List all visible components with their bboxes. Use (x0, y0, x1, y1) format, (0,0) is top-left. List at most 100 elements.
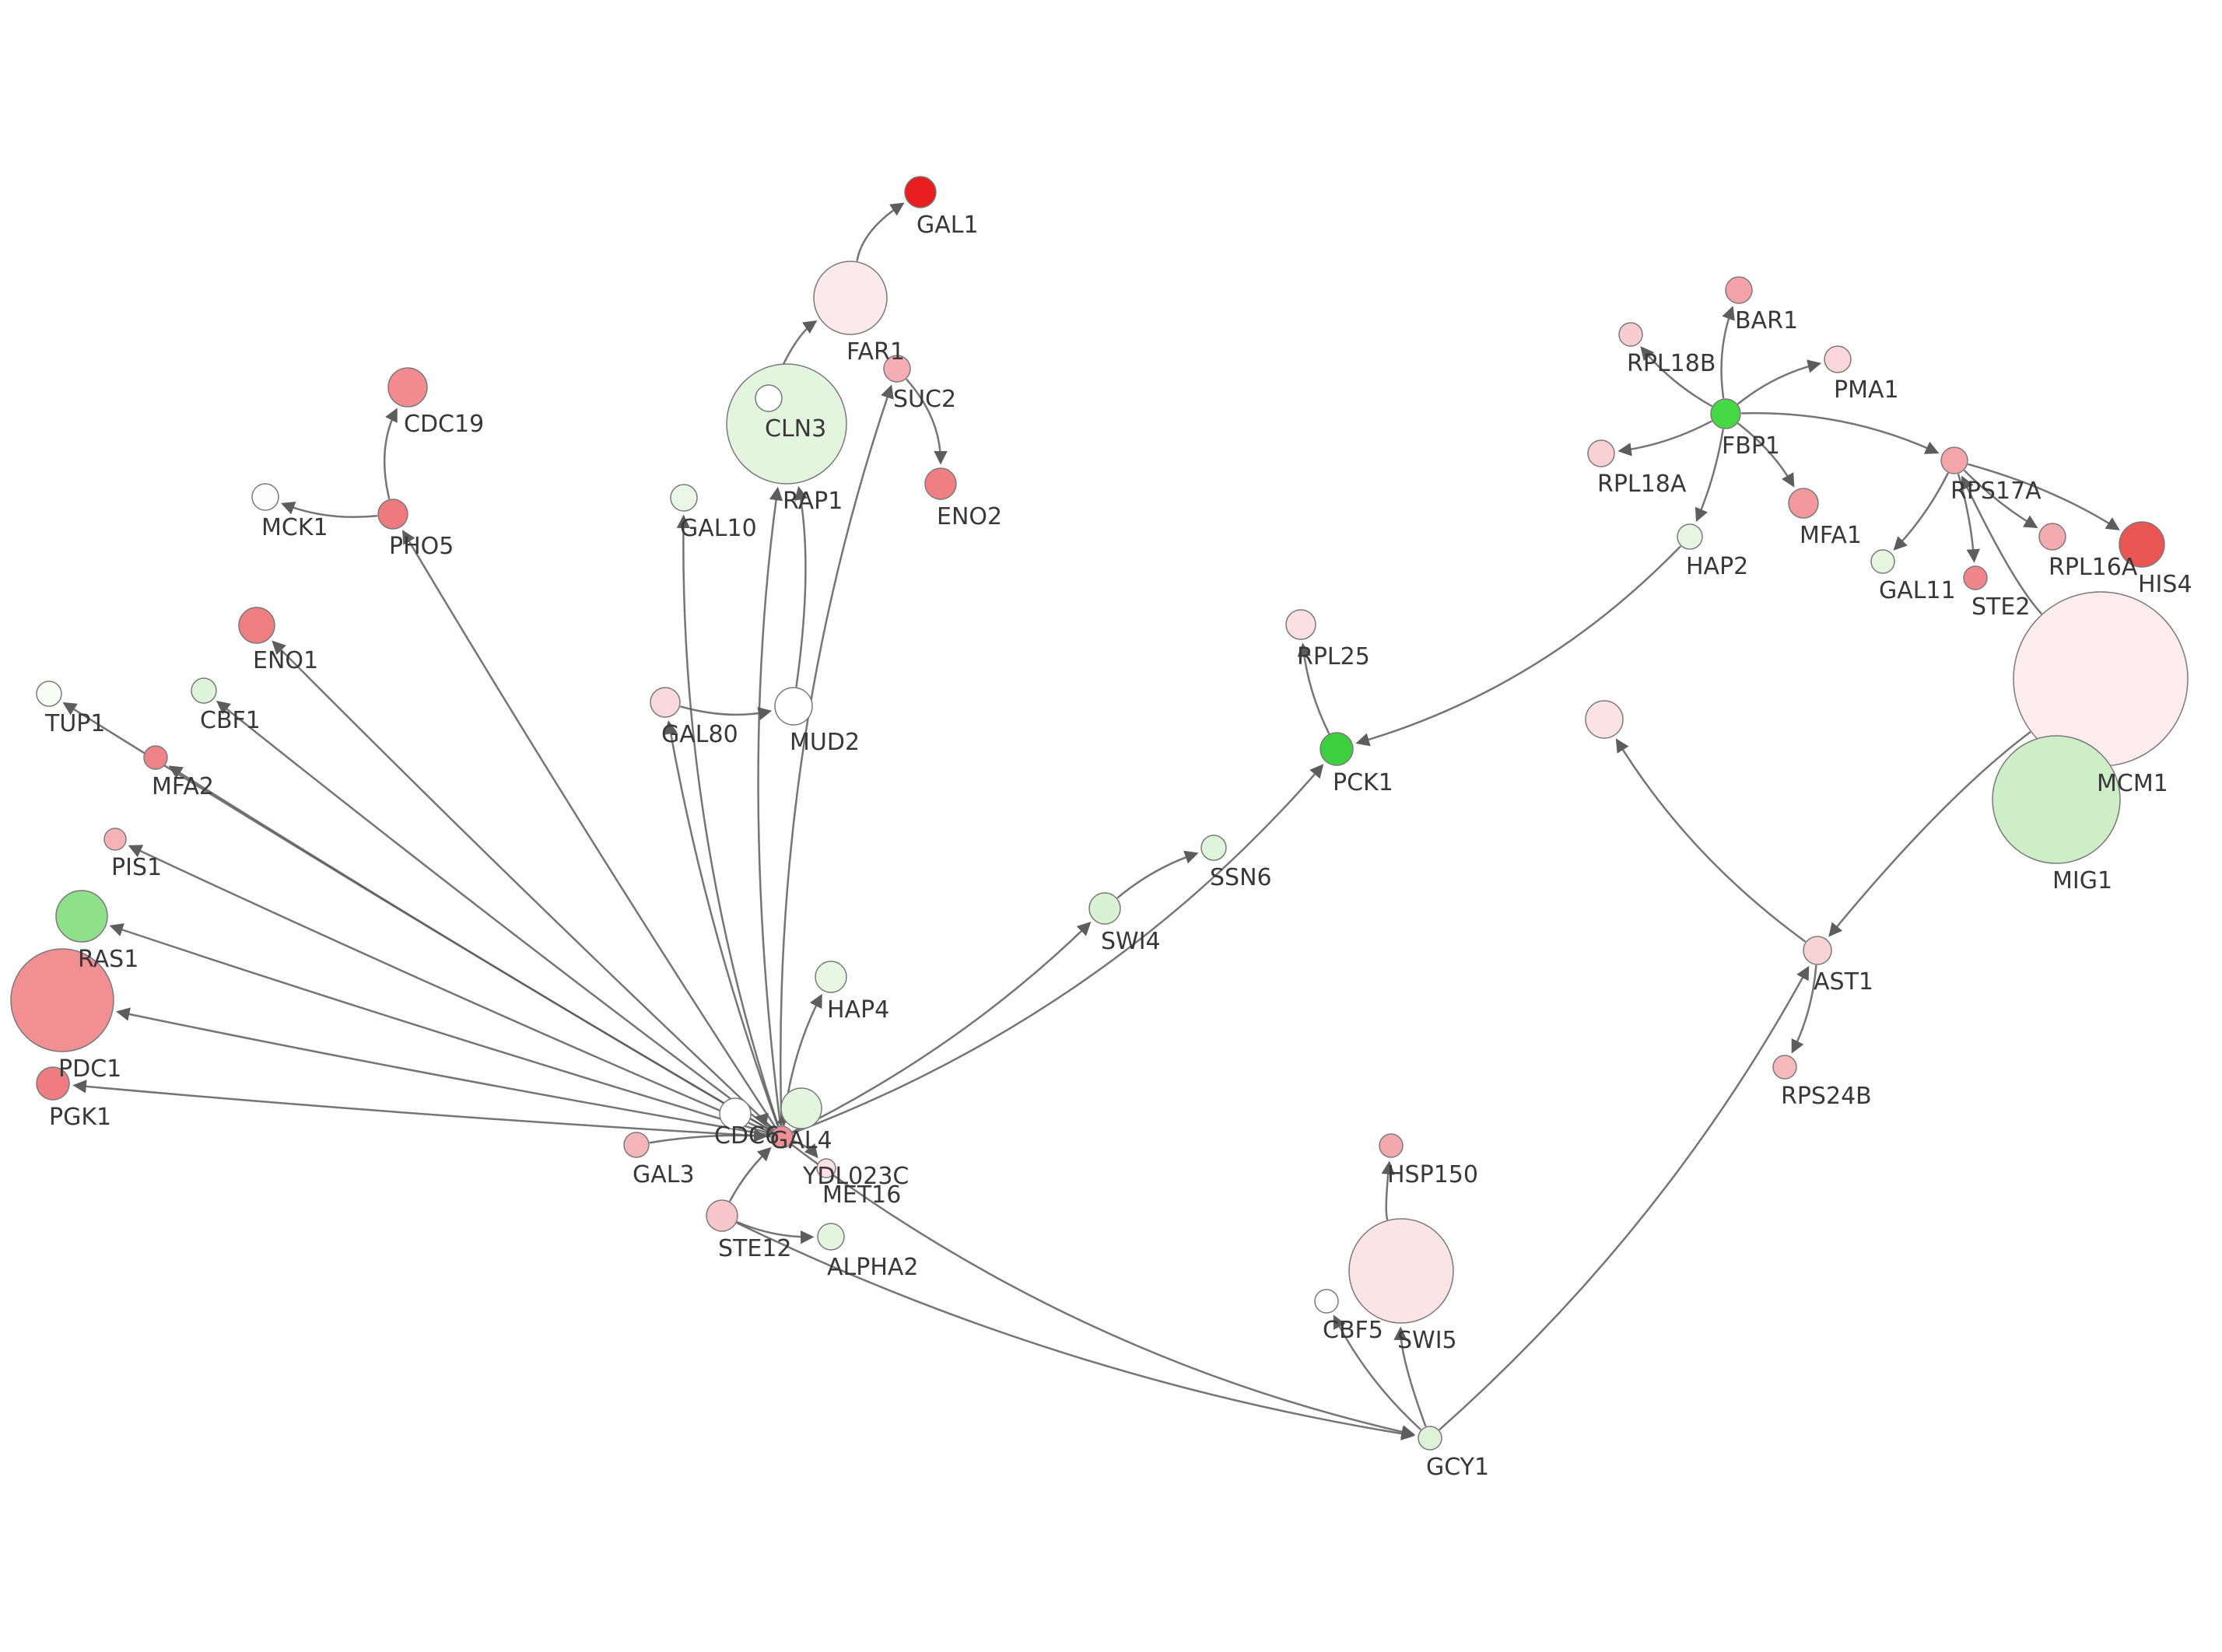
edge-FBP1-RPS17A[interactable] (1740, 411, 1940, 454)
node-GCY1[interactable] (1418, 1426, 1442, 1451)
edge-GAL4-GAL80[interactable] (664, 720, 779, 1127)
node-GAL10[interactable] (670, 484, 698, 512)
node-HSP150[interactable] (1379, 1133, 1404, 1158)
edge-GAL4-PIS1[interactable] (128, 845, 772, 1133)
node-ENO2[interactable] (924, 467, 957, 500)
node-PIS1[interactable] (103, 828, 127, 851)
node-FAR1[interactable] (813, 261, 888, 335)
edge-GCY1-SWI5[interactable] (1393, 1326, 1427, 1427)
node-SWI4[interactable] (1088, 892, 1121, 925)
node-CLN3[interactable] (755, 384, 783, 412)
edge-GAL4-CDC6[interactable] (754, 1112, 774, 1130)
edge-GAL4-SWI4[interactable] (792, 922, 1092, 1133)
node-STE2[interactable] (1963, 565, 1988, 590)
node-HAP4[interactable] (815, 961, 847, 993)
edge-PHO5-CDC19[interactable] (383, 408, 398, 499)
node-SWI5[interactable] (1348, 1218, 1454, 1324)
node-MFA2[interactable] (143, 745, 168, 770)
node-GAL3[interactable] (623, 1132, 650, 1158)
node-GAL4[interactable] (770, 1125, 794, 1149)
node-PMA1[interactable] (1824, 345, 1852, 373)
edge-GAL4-CBF1[interactable] (216, 700, 773, 1131)
edge-GAL4-GCY1[interactable] (790, 1143, 1416, 1439)
edge-GAL4-PHO5[interactable] (402, 530, 776, 1128)
node-RPS24B[interactable] (1772, 1055, 1797, 1080)
edge-HAP2-PCK1[interactable] (1355, 545, 1681, 747)
edge-AST1-RPS24B[interactable] (1791, 964, 1817, 1054)
node-BAR1[interactable] (1725, 276, 1753, 304)
node-CBF5[interactable] (1314, 1289, 1339, 1314)
edge-FBP1-PMA1[interactable] (1737, 359, 1822, 405)
node-CDC19[interactable] (387, 367, 428, 408)
edge-GAL80-MUD2[interactable] (680, 705, 773, 721)
node-TUP1[interactable] (36, 681, 62, 707)
edge-GAL3-GAL4[interactable] (649, 1129, 768, 1144)
edge-FBP1-HAP2[interactable] (1695, 429, 1724, 523)
edge-STE12-GAL4[interactable] (729, 1146, 772, 1202)
node-RPL25[interactable] (1285, 609, 1316, 640)
edge-AST1-UNNAMED[interactable] (1615, 738, 1807, 943)
node-PHO5[interactable] (377, 499, 408, 530)
edge-MUD2-RAP1[interactable] (794, 486, 808, 688)
node-YDL023C[interactable] (780, 1087, 822, 1129)
node-RPS17A[interactable] (1940, 446, 1968, 474)
node-PGK1[interactable] (36, 1066, 70, 1101)
node-ALPHA2[interactable] (817, 1223, 845, 1251)
edge-MCM1-AST1[interactable] (1828, 731, 2031, 937)
node-GAL1[interactable] (904, 176, 937, 208)
node-RPL18B[interactable] (1618, 322, 1643, 347)
edge-GCY1-CBF5[interactable] (1333, 1314, 1421, 1430)
edge-FBP1-RPL18B[interactable] (1640, 346, 1712, 408)
edge-RPS17A-RPL16A[interactable] (1964, 470, 2038, 528)
edge-GAL4-GAL10[interactable] (676, 514, 780, 1127)
edge-GAL4-RAP1[interactable] (757, 486, 783, 1126)
edge-GAL4-MFA2[interactable] (168, 765, 773, 1132)
edge-PHO5-MCK1[interactable] (281, 501, 378, 518)
edge-RPS17A-HIS4[interactable] (1968, 463, 2120, 530)
edge-SUC2-ENO2[interactable] (906, 378, 948, 465)
edge-GAL4-PGK1[interactable] (72, 1080, 771, 1138)
node-MET16[interactable] (816, 1158, 836, 1178)
node-MIG1[interactable] (1992, 735, 2121, 864)
edge-GAL4-PDC1[interactable] (116, 1007, 771, 1136)
edge-GAL4-MET16[interactable] (792, 1139, 818, 1159)
node-MCK1[interactable] (251, 483, 279, 511)
node-HAP2[interactable] (1677, 523, 1703, 550)
node-CDC6[interactable] (719, 1097, 752, 1130)
edge-SWI4-SSN6[interactable] (1116, 850, 1199, 899)
node-RPL18A[interactable] (1587, 439, 1615, 467)
node-STE12[interactable] (706, 1199, 738, 1232)
edge-GAL4-ENO1[interactable] (272, 640, 774, 1130)
node-PDC1[interactable] (10, 948, 114, 1052)
edge-RPS17A-GAL11[interactable] (1893, 472, 1949, 551)
edge-GAL4-PCK1[interactable] (792, 764, 1324, 1134)
edge-PCK1-RPL25[interactable] (1297, 642, 1330, 734)
node-SUC2[interactable] (883, 355, 911, 383)
node-MFA1[interactable] (1788, 488, 1819, 519)
edge-GCY1-AST1[interactable] (1439, 965, 1810, 1430)
node-ENO1[interactable] (238, 607, 275, 644)
edge-STE12-ALPHA2[interactable] (737, 1221, 815, 1244)
node-MUD2[interactable] (774, 687, 813, 726)
node-RAP1[interactable] (726, 363, 847, 485)
edge-RPS17A-STE2[interactable] (1957, 474, 1981, 563)
edge-FAR1-GAL1[interactable] (856, 202, 905, 262)
edge-FBP1-BAR1[interactable] (1720, 306, 1735, 399)
edge-STE12-GCY1[interactable] (736, 1222, 1415, 1440)
node-AST1[interactable] (1803, 936, 1832, 965)
node-unlabeled[interactable] (1585, 700, 1624, 739)
edge-FBP1-MFA1[interactable] (1737, 422, 1795, 488)
node-GAL80[interactable] (650, 687, 681, 718)
node-SSN6[interactable] (1200, 835, 1227, 861)
node-RPL16A[interactable] (2038, 523, 2066, 551)
node-RAS1[interactable] (55, 890, 108, 943)
edge-GAL4-SUC2[interactable] (780, 384, 894, 1126)
node-HIS4[interactable] (2119, 521, 2165, 568)
edge-FBP1-RPL18A[interactable] (1617, 420, 1712, 457)
edge-GAL4-RAS1[interactable] (109, 923, 771, 1135)
edge-SWI5-HSP150[interactable] (1381, 1160, 1395, 1220)
node-GAL11[interactable] (1870, 549, 1895, 574)
node-PCK1[interactable] (1320, 732, 1354, 766)
node-CBF1[interactable] (191, 677, 217, 704)
edge-MCM1-RPS17A[interactable] (1961, 475, 2042, 614)
